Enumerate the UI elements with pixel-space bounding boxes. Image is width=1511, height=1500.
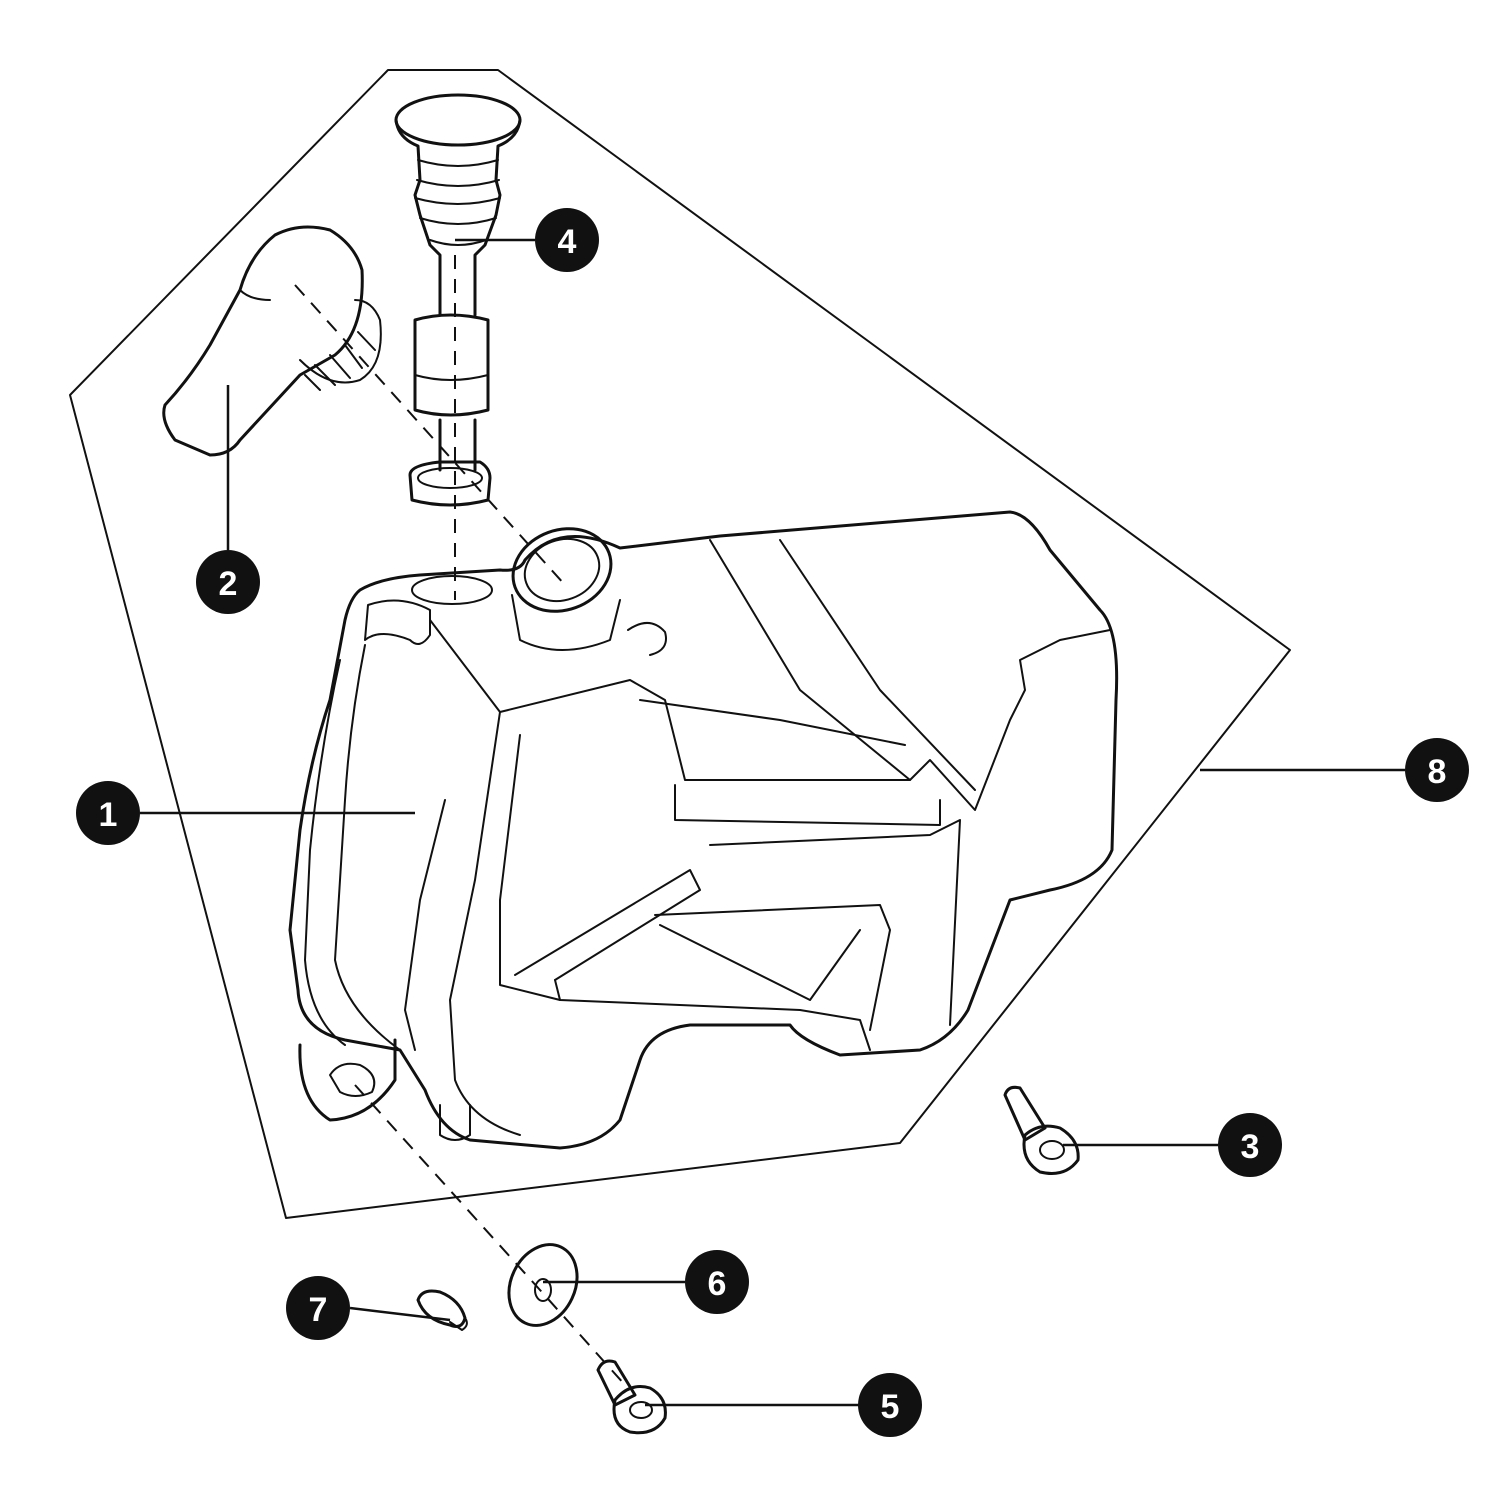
svg-text:2: 2 xyxy=(219,565,238,603)
part-8-boundary xyxy=(69,69,1291,1219)
callout-7: 7 xyxy=(286,1276,350,1340)
svg-text:8: 8 xyxy=(1428,753,1447,791)
leader-lines xyxy=(140,238,1405,1407)
part-2-fuel-cap xyxy=(162,225,382,457)
part-6-washer xyxy=(507,1243,579,1327)
callout-8: 8 xyxy=(1405,738,1469,802)
callout-4: 4 xyxy=(535,208,599,272)
callout-5: 5 xyxy=(858,1373,922,1437)
svg-text:4: 4 xyxy=(558,223,577,261)
part-5-bolt xyxy=(596,1359,667,1435)
svg-text:6: 6 xyxy=(708,1265,727,1303)
svg-text:7: 7 xyxy=(309,1291,328,1329)
part-4-vent-valve xyxy=(394,93,522,507)
callout-1: 1 xyxy=(76,781,140,845)
part-1-fuel-tank xyxy=(288,510,1119,1150)
part-7-hose-clip xyxy=(416,1289,468,1331)
svg-text:3: 3 xyxy=(1241,1128,1260,1166)
assembly-lines xyxy=(294,255,626,1386)
part-3-bolt xyxy=(1003,1085,1080,1175)
callout-6: 6 xyxy=(685,1250,749,1314)
svg-text:5: 5 xyxy=(881,1388,900,1426)
svg-text:1: 1 xyxy=(99,796,118,834)
callout-3: 3 xyxy=(1218,1113,1282,1177)
callout-2: 2 xyxy=(196,550,260,614)
